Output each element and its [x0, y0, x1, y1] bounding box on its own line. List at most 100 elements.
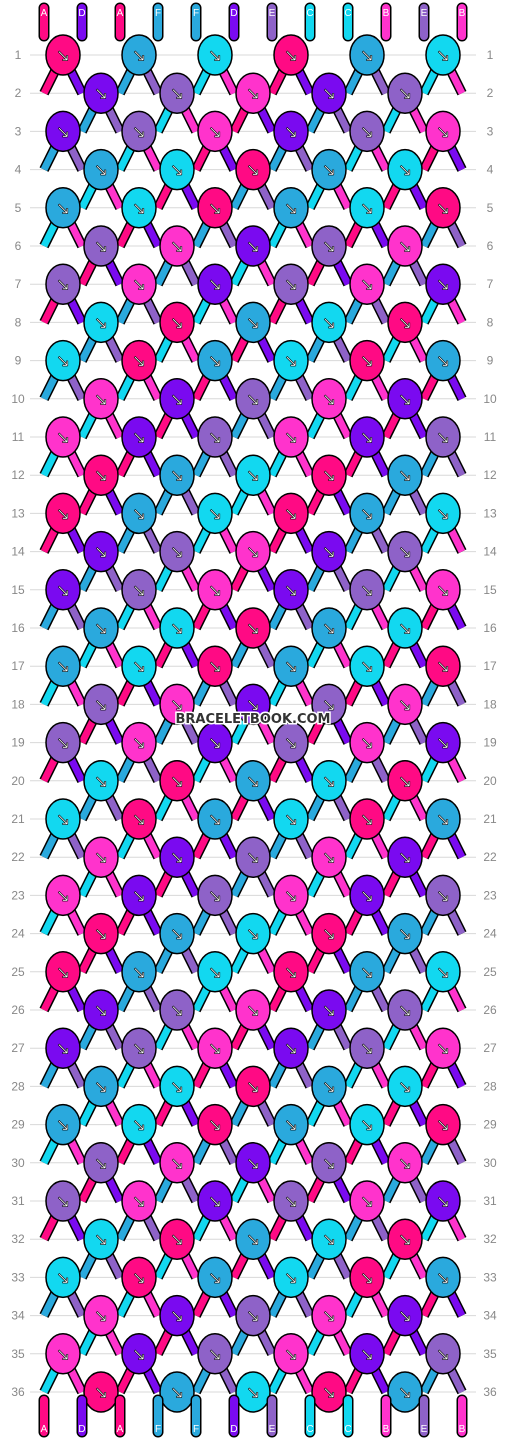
knot[interactable]: ↘: [425, 263, 461, 305]
knot[interactable]: ↘: [425, 798, 461, 840]
knot[interactable]: ↘: [197, 951, 233, 993]
knot[interactable]: ↘: [159, 1371, 195, 1413]
knot[interactable]: ↘: [235, 225, 271, 267]
knot[interactable]: ↘: [349, 951, 385, 993]
knot[interactable]: ↘: [235, 148, 271, 191]
knot[interactable]: ↘: [121, 721, 157, 764]
knot[interactable]: ↘: [349, 645, 385, 687]
knot[interactable]: ↘: [273, 492, 309, 535]
knot[interactable]: ↘: [311, 72, 347, 114]
knot[interactable]: ↘: [311, 301, 347, 344]
knot[interactable]: ↘: [311, 989, 347, 1031]
knot[interactable]: ↘: [311, 607, 347, 649]
knot[interactable]: ↘: [425, 339, 461, 382]
knot[interactable]: ↘: [83, 1294, 119, 1337]
knot[interactable]: ↘: [235, 1218, 271, 1260]
knot[interactable]: ↘: [235, 1371, 271, 1413]
knot[interactable]: ↘: [311, 1065, 347, 1108]
knot[interactable]: ↘: [387, 1218, 423, 1260]
knot[interactable]: ↘: [311, 1371, 347, 1413]
knot[interactable]: ↘: [197, 339, 233, 382]
knot[interactable]: ↘: [121, 569, 157, 611]
knot[interactable]: ↘: [235, 1142, 271, 1184]
knot[interactable]: ↘: [235, 683, 271, 726]
knot[interactable]: ↘: [387, 1371, 423, 1413]
knot[interactable]: ↘: [45, 416, 81, 458]
knot[interactable]: ↘: [311, 225, 347, 267]
knot[interactable]: ↘: [83, 72, 119, 114]
knot[interactable]: ↘: [425, 1103, 461, 1146]
knot[interactable]: ↘: [349, 1027, 385, 1069]
knot[interactable]: ↘: [425, 110, 461, 153]
knot[interactable]: ↘: [159, 530, 195, 573]
knot[interactable]: ↘: [349, 187, 385, 229]
knot[interactable]: ↘: [45, 874, 81, 917]
knot[interactable]: ↘: [83, 607, 119, 649]
knot[interactable]: ↘: [121, 34, 157, 76]
knot[interactable]: ↘: [349, 1103, 385, 1146]
knot[interactable]: ↘: [349, 492, 385, 535]
knot[interactable]: ↘: [197, 1027, 233, 1069]
knot[interactable]: ↘: [387, 836, 423, 878]
knot[interactable]: ↘: [159, 1142, 195, 1184]
knot[interactable]: ↘: [387, 912, 423, 955]
knot[interactable]: ↘: [83, 1065, 119, 1108]
knot[interactable]: ↘: [121, 492, 157, 535]
knot[interactable]: ↘: [235, 530, 271, 573]
knot[interactable]: ↘: [121, 1256, 157, 1299]
knot[interactable]: ↘: [83, 1142, 119, 1184]
knot[interactable]: ↘: [349, 569, 385, 611]
knot[interactable]: ↘: [425, 874, 461, 917]
knot[interactable]: ↘: [235, 912, 271, 955]
knot[interactable]: ↘: [387, 225, 423, 267]
knot[interactable]: ↘: [197, 1103, 233, 1146]
knot[interactable]: ↘: [121, 1333, 157, 1375]
knot[interactable]: ↘: [83, 530, 119, 573]
knot[interactable]: ↘: [159, 1065, 195, 1108]
knot[interactable]: ↘: [311, 760, 347, 802]
knot[interactable]: ↘: [273, 569, 309, 611]
knot[interactable]: ↘: [425, 416, 461, 458]
knot[interactable]: ↘: [197, 34, 233, 76]
knot[interactable]: ↘: [425, 645, 461, 687]
knot[interactable]: ↘: [197, 645, 233, 687]
knot[interactable]: ↘: [83, 760, 119, 802]
knot[interactable]: ↘: [273, 1333, 309, 1375]
knot[interactable]: ↘: [349, 339, 385, 382]
knot[interactable]: ↘: [121, 187, 157, 229]
knot[interactable]: ↘: [311, 683, 347, 726]
knot[interactable]: ↘: [159, 378, 195, 420]
knot[interactable]: ↘: [387, 301, 423, 344]
knot[interactable]: ↘: [311, 454, 347, 496]
knot[interactable]: ↘: [83, 225, 119, 267]
knot[interactable]: ↘: [273, 263, 309, 305]
knot[interactable]: ↘: [45, 1027, 81, 1069]
knot[interactable]: ↘: [197, 721, 233, 764]
knot[interactable]: ↘: [311, 1294, 347, 1337]
knot[interactable]: ↘: [273, 721, 309, 764]
knot[interactable]: ↘: [235, 607, 271, 649]
knot[interactable]: ↘: [45, 798, 81, 840]
knot[interactable]: ↘: [235, 378, 271, 420]
knot[interactable]: ↘: [273, 645, 309, 687]
knot[interactable]: ↘: [197, 492, 233, 535]
knot[interactable]: ↘: [387, 148, 423, 191]
knot[interactable]: ↘: [273, 187, 309, 229]
knot[interactable]: ↘: [387, 607, 423, 649]
knot[interactable]: ↘: [235, 72, 271, 114]
knot[interactable]: ↘: [273, 798, 309, 840]
knot[interactable]: ↘: [197, 569, 233, 611]
knot[interactable]: ↘: [83, 989, 119, 1031]
knot[interactable]: ↘: [159, 760, 195, 802]
knot[interactable]: ↘: [83, 454, 119, 496]
knot[interactable]: ↘: [197, 416, 233, 458]
knot[interactable]: ↘: [425, 1027, 461, 1069]
knot[interactable]: ↘: [273, 1103, 309, 1146]
knot[interactable]: ↘: [45, 110, 81, 153]
knot[interactable]: ↘: [159, 301, 195, 344]
knot[interactable]: ↘: [425, 1333, 461, 1375]
knot[interactable]: ↘: [273, 110, 309, 153]
knot[interactable]: ↘: [121, 951, 157, 993]
knot[interactable]: ↘: [83, 1371, 119, 1413]
knot[interactable]: ↘: [83, 301, 119, 344]
